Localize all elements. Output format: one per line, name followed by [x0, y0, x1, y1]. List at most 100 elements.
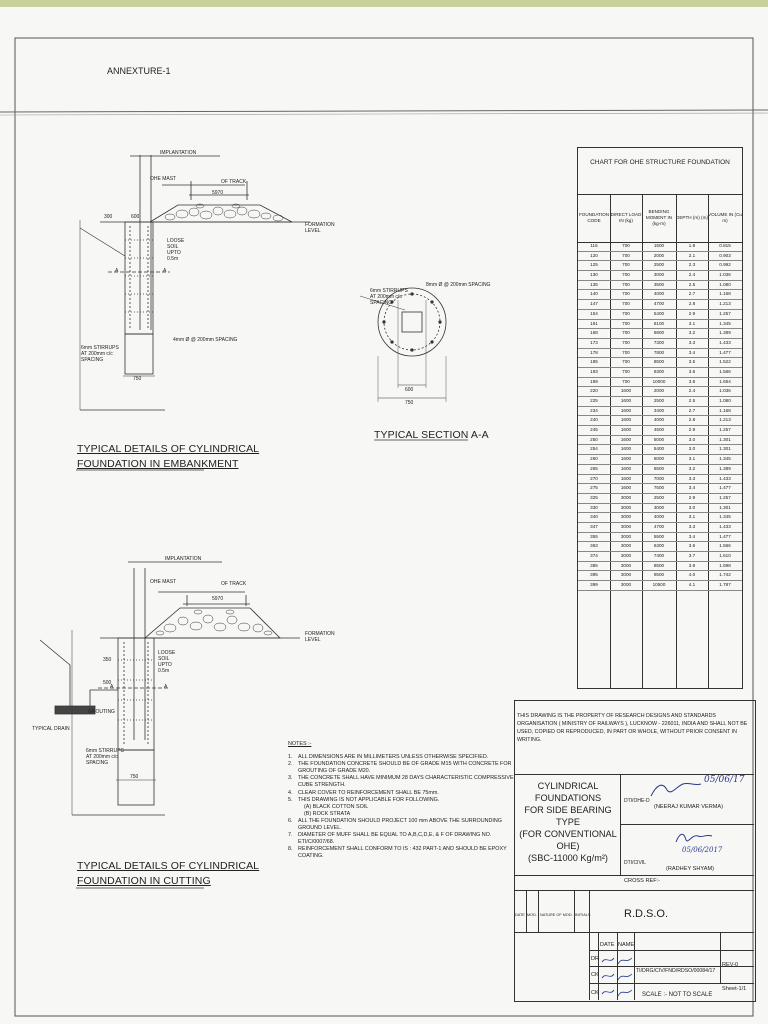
cell-depth: 3.6 [688, 368, 696, 374]
title-line3: (FOR CONVENTIONAL OHE) [519, 829, 617, 851]
cell-moment: 3000 [653, 272, 665, 278]
cell-volume: 1.301 [719, 504, 731, 510]
cell-volume: 1.036 [719, 388, 731, 394]
note-text: THIS DRAWING IS NOT APPLICABLE FOR FOLLO… [298, 796, 440, 803]
notes-list: 1.ALL DIMENSIONS ARE IN MILLIMETERS UNLE… [288, 754, 516, 860]
note-text: REINFORCEMENT SHALL CONFORM TO IS : 432 … [298, 846, 507, 860]
cell-code: 245 [590, 427, 598, 433]
cell-moment: 7300 [653, 339, 665, 345]
sig2-role: DTI/CIVIL [624, 860, 646, 866]
cell-code: 395 [590, 572, 598, 578]
cell-moment: 6500 [653, 465, 665, 471]
cell-volume: 1.433 [719, 475, 731, 481]
cross-ref: CROSS REF:- [624, 878, 661, 884]
note-item: 6.ALL THE FOUNDATION SHOULD PROJECT 100 … [288, 818, 516, 832]
cell-load: 1600 [620, 436, 632, 442]
cell-load: 700 [622, 330, 630, 336]
rev-header-date: DATE [515, 913, 525, 917]
cell-code: 185 [590, 359, 598, 365]
note-item: 1.ALL DIMENSIONS ARE IN MILLIMETERS UNLE… [288, 754, 516, 761]
cell-load: 700 [622, 349, 630, 355]
cut-a-mark-right: A [164, 684, 168, 690]
note-number: 1. [288, 754, 293, 761]
cell-volume: 1.566 [719, 543, 731, 549]
cell-volume: 1.433 [719, 339, 731, 345]
cell-volume: 1.742 [719, 572, 731, 578]
cell-moment: 6300 [653, 543, 665, 549]
cell-code: 193 [590, 368, 598, 374]
cell-load: 1600 [620, 485, 632, 491]
cell-load: 3000 [620, 562, 632, 568]
cell-depth: 3.5 [688, 359, 696, 365]
ohe-mast-label: OHE MAST [150, 176, 177, 182]
rev-header-initials: INITIALS [575, 913, 591, 917]
cell-depth: 3.6 [688, 543, 696, 549]
org-name: R.D.S.O. [624, 908, 669, 920]
note-number [288, 804, 298, 811]
cell-depth: 3.3 [688, 339, 696, 345]
cell-load: 700 [622, 291, 630, 297]
note-number: 5. [288, 796, 293, 803]
cell-depth: 3.2 [688, 465, 696, 471]
cell-load: 1600 [620, 446, 632, 452]
cell-depth: 2.5 [688, 398, 696, 403]
cell-code: 399 [590, 582, 598, 588]
cell-moment: 1500 [653, 243, 665, 248]
cell-code: 254 [590, 446, 598, 452]
section-stirrups-label: 6mm STIRRUPS AT 200mm c/c SPACING [370, 288, 408, 306]
cell-volume: 1.477 [719, 485, 731, 491]
cell-depth: 2.4 [688, 272, 696, 278]
cell-moment: 2000 [653, 252, 665, 258]
cell-moment: 4700 [653, 301, 665, 307]
notes-title: NOTES :- [288, 741, 312, 747]
cell-depth: 2.9 [688, 494, 696, 500]
track-dim-label: 5970 [212, 190, 224, 196]
cell-load: 3000 [620, 582, 632, 588]
cell-volume: 1.080 [719, 281, 731, 287]
cut-a-mark-left: A [110, 684, 114, 690]
cell-volume: 1.477 [719, 533, 731, 539]
cell-load: 1600 [620, 456, 632, 462]
title-line4: (SBC-11000 Kg/m²) [528, 853, 608, 863]
note-item: 7.DIAMETER OF MUFF SHALL BE EQUAL TO A,B… [288, 832, 516, 846]
cell-load: 1600 [620, 475, 632, 481]
section-drawing [359, 287, 447, 402]
cell-volume: 1.168 [719, 407, 731, 413]
cell-volume: 0.992 [719, 262, 731, 268]
note-item: 8.REINFORCEMENT SHALL CONFORM TO IS : 43… [288, 846, 516, 860]
cell-code: 260 [590, 456, 598, 462]
note-text: (B) ROCK STRATA [304, 810, 351, 817]
cell-code: 125 [590, 262, 598, 268]
cell-volume: 1.257 [719, 494, 731, 500]
cell-volume: 1.213 [719, 301, 731, 307]
col-header-volume: VOLUME IN (Cu m) [708, 212, 742, 223]
cell-load: 1600 [620, 388, 632, 394]
cell-code: 220 [590, 388, 598, 394]
cell-moment: 2500 [653, 398, 665, 403]
sig1-date: 05/06/17 [704, 775, 745, 785]
cutting-title-line2: FOUNDATION IN CUTTING [77, 875, 211, 887]
cell-code: 270 [590, 475, 598, 481]
cut-implantation-label: IMPLANTATION [165, 556, 202, 562]
cell-moment: 3500 [653, 281, 665, 287]
cell-moment: 5500 [653, 533, 665, 539]
chart-title: CHART FOR OHE STRUCTURE FOUNDATION [578, 148, 742, 195]
loose-soil-label: LOOSE SOIL UPTO 0.5m [167, 238, 185, 262]
sig2-date: 05/06/2017 [682, 846, 723, 854]
rev-header-mod: MOD. [527, 913, 537, 917]
cut-track-dim-label: 5970 [212, 596, 224, 602]
cell-code: 147 [590, 301, 598, 307]
stirrups-label: 6mm STIRRUPS AT 200mm c/c SPACING [81, 345, 119, 363]
cell-load: 3000 [620, 523, 632, 529]
cell-load: 1600 [620, 407, 632, 413]
date-label: DATE [600, 942, 615, 948]
cell-code: 355 [590, 533, 598, 539]
